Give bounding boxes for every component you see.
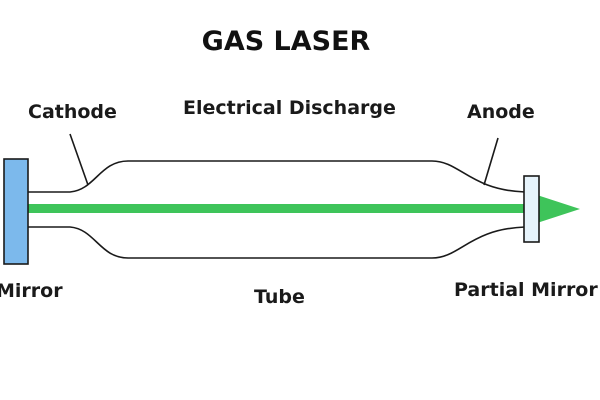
tube-lower-wall	[28, 226, 526, 259]
diagram-title: GAS LASER	[201, 26, 371, 57]
cathode-leader-line	[69, 133, 89, 186]
tube-upper-wall	[28, 160, 526, 193]
mirror-label: Mirror	[0, 280, 63, 302]
beam-arrowhead	[537, 195, 580, 223]
laser-beam	[28, 204, 540, 213]
tube-label: Tube	[254, 286, 305, 308]
partial-mirror-label: Partial Mirror	[454, 279, 598, 301]
anode-leader-line	[483, 137, 499, 186]
cathode-label: Cathode	[28, 101, 117, 123]
anode-label: Anode	[467, 101, 535, 123]
electrical-discharge-label: Electrical Discharge	[183, 97, 396, 119]
full-mirror	[3, 158, 29, 265]
partial-mirror	[523, 175, 540, 243]
